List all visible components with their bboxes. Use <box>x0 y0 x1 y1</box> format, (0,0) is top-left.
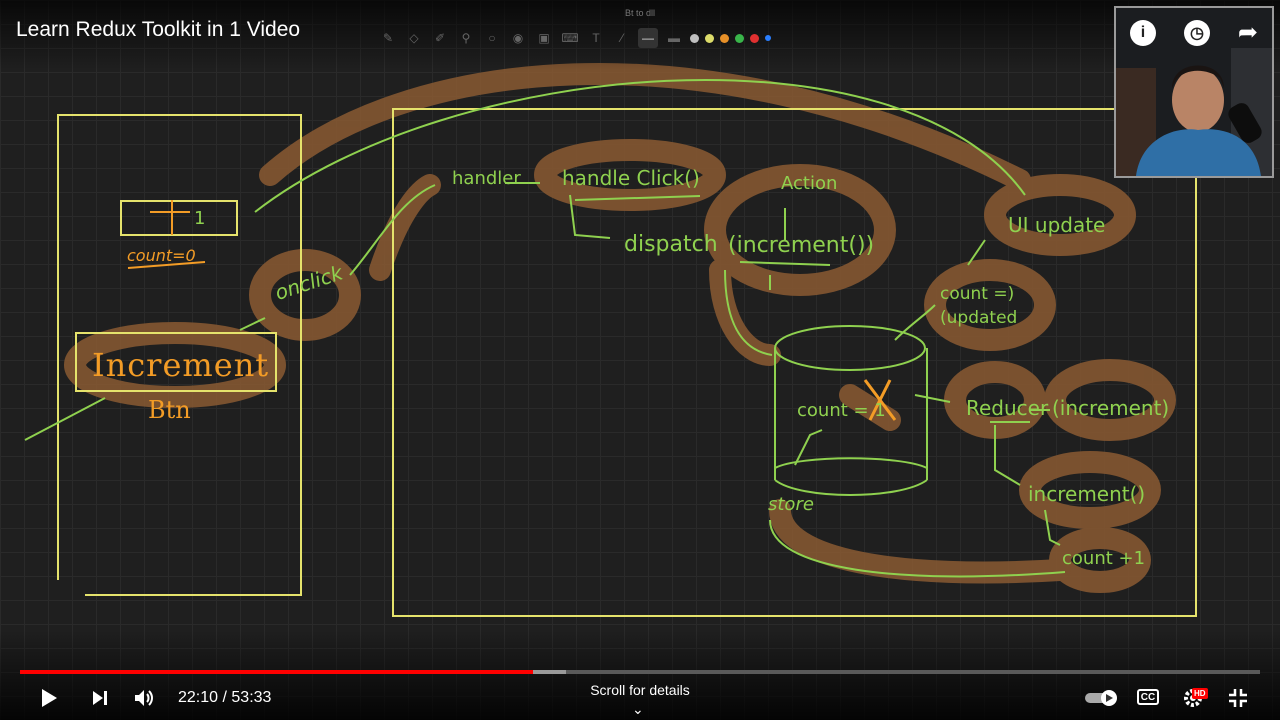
handler-label: handler <box>452 168 521 189</box>
volume-icon <box>135 690 153 706</box>
action-label: Action <box>781 173 838 194</box>
overlay-actions: i ◷ ➦ <box>1116 18 1272 47</box>
btn-label: Btn <box>148 396 191 424</box>
progress-bar[interactable] <box>20 670 1260 674</box>
autoplay-toggle[interactable] <box>1085 690 1119 706</box>
highlighter-icon[interactable]: ✐ <box>434 31 446 45</box>
lasso-icon[interactable]: ⚲ <box>461 31 471 45</box>
share-icon[interactable]: ➦ <box>1237 19 1258 46</box>
increment-fn-label: increment() <box>1028 482 1146 506</box>
eraser-icon[interactable]: ◇ <box>409 31 419 45</box>
time-total: 53:33 <box>231 689 272 706</box>
scroll-for-details[interactable]: Scroll for details <box>590 682 690 698</box>
document-name: Bt to dll <box>624 8 655 18</box>
reducer-label: Reducer <box>966 396 1049 420</box>
volume-button[interactable] <box>129 683 159 713</box>
eye-icon[interactable]: ◉ <box>512 31 524 45</box>
color-swatch-blue[interactable] <box>765 35 771 41</box>
next-button[interactable] <box>85 683 115 713</box>
time-display: 22:10 / 53:33 <box>178 689 272 706</box>
captions-button[interactable]: CC <box>1137 689 1159 705</box>
next-icon <box>93 691 107 705</box>
keyboard-icon[interactable]: ⌨ <box>561 31 579 45</box>
controls-gradient <box>0 630 1280 720</box>
increment-button-label: Increment <box>92 346 270 384</box>
shape-icon[interactable]: ○ <box>488 31 496 45</box>
reducer-increment-label: (increment) <box>1052 396 1170 420</box>
dispatch-label: dispatch <box>624 232 718 257</box>
info-icon[interactable]: i <box>1129 19 1156 46</box>
count-variable-label: count=0 <box>127 246 196 265</box>
progress-played <box>20 670 534 674</box>
stroke-thin-icon[interactable]: — <box>638 28 658 48</box>
image-icon[interactable]: ▣ <box>538 31 550 45</box>
video-title[interactable]: Learn Redux Toolkit in 1 Video <box>16 18 301 41</box>
whiteboard-toolbar: ✎ ◇ ✐ ⚲ ○ ◉ ▣ ⌨ T ⁄ — ▬ <box>378 27 771 49</box>
yellow-frames <box>57 108 1197 617</box>
stroke-medium-icon[interactable]: ▬ <box>668 31 680 45</box>
green-strokes <box>24 78 1066 578</box>
color-swatch-red[interactable] <box>750 33 759 43</box>
text-icon[interactable]: T <box>592 31 600 45</box>
color-swatch-green[interactable] <box>735 33 744 43</box>
exit-fullscreen-icon <box>1229 689 1247 707</box>
store-count-label: count = 1 <box>797 400 886 421</box>
time-current: 22:10 <box>178 689 219 706</box>
count-updated-label: count =) (updated <box>940 284 1018 328</box>
webcam-overlay: i ◷ ➦ <box>1114 6 1274 178</box>
handle-click-label: handle Click() <box>562 166 700 190</box>
play-button[interactable] <box>34 683 64 713</box>
chevron-down-icon[interactable]: ⌄ <box>632 701 644 717</box>
store-label: store <box>768 494 814 515</box>
increment-action-label: (increment()) <box>728 233 875 258</box>
play-icon <box>42 689 57 707</box>
color-swatch-white[interactable] <box>690 33 699 43</box>
ui-update-label: UI update <box>1008 213 1106 237</box>
pen-icon[interactable]: ✎ <box>382 31 394 45</box>
count-value-label: 1 <box>194 208 206 229</box>
color-swatch-orange[interactable] <box>720 33 729 43</box>
orange-highlight-strokes <box>64 63 1176 593</box>
color-swatch-yellow[interactable] <box>705 33 714 43</box>
count-plus-one-label: count +1 <box>1062 548 1146 569</box>
hd-badge: HD <box>1192 688 1208 699</box>
link-icon[interactable]: ⁄ <box>620 31 623 45</box>
clock-icon[interactable]: ◷ <box>1183 19 1210 46</box>
exit-fullscreen-button[interactable] <box>1223 683 1253 713</box>
